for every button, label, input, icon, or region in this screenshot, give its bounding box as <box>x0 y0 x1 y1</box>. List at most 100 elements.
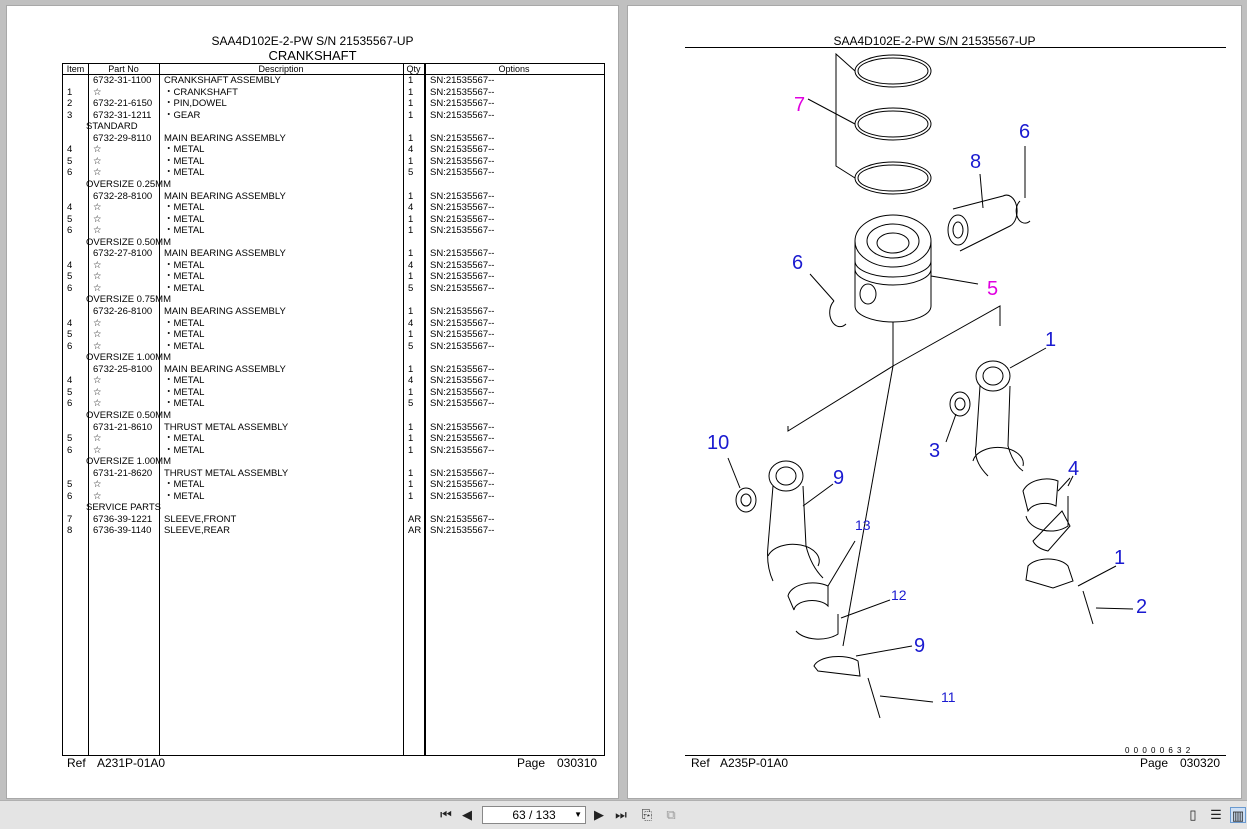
item-number: 4 <box>67 259 73 271</box>
serial-option: SN:21535567-- <box>430 167 495 179</box>
part-description: MAIN BEARING ASSEMBLY <box>164 363 286 375</box>
part-description: MAIN BEARING ASSEMBLY <box>164 132 286 144</box>
item-number: 6 <box>67 225 73 237</box>
part-description: MAIN BEARING ASSEMBLY <box>164 190 286 202</box>
connecting-rod <box>945 347 1047 477</box>
part-number: ☆ <box>93 167 102 179</box>
part-number: ☆ <box>93 282 102 294</box>
col-header-part: Part No <box>108 64 139 74</box>
quantity: 1 <box>408 490 414 502</box>
header-divider <box>63 74 604 75</box>
serial-option: SN:21535567-- <box>430 202 495 214</box>
parts-list-page: SAA4D102E-2-PW S/N 21535567-UP CRANKSHAF… <box>7 6 618 798</box>
chevron-down-icon: ▼ <box>574 810 582 819</box>
serial-option: SN:21535567-- <box>430 271 495 283</box>
quantity: 1 <box>408 213 414 225</box>
quantity: AR <box>408 525 422 537</box>
col-header-qty: Qty <box>406 64 421 74</box>
footer-rule <box>685 755 1226 756</box>
item-number: 6 <box>67 490 73 502</box>
copy-page-icon[interactable]: ⧉ <box>666 807 676 822</box>
serial-option: SN:21535567-- <box>430 329 495 341</box>
item-number: 3 <box>67 109 73 121</box>
section-label: OVERSIZE 0.50MM <box>86 409 171 421</box>
part-description: MAIN BEARING ASSEMBLY <box>164 306 286 317</box>
quantity: 1 <box>408 225 414 237</box>
part-description: ・METAL <box>164 444 205 456</box>
serial-option: SN:21535567-- <box>430 340 495 352</box>
quantity: 5 <box>408 340 414 352</box>
single-page-view-icon[interactable]: ▯ <box>1189 807 1197 822</box>
callout-1[interactable]: 1 <box>1114 547 1126 569</box>
part-description: ・METAL <box>164 479 205 491</box>
snap-ring <box>829 300 847 328</box>
quantity: 5 <box>408 167 414 179</box>
rotate-page-icon[interactable]: ⎘ <box>641 807 653 822</box>
first-page-icon[interactable]: ⏮ <box>440 807 452 822</box>
prev-page-icon[interactable]: ◀ <box>462 807 472 822</box>
piston-rings <box>807 52 932 195</box>
exploded-parts-diagram <box>727 52 1134 719</box>
callout-13[interactable]: 13 <box>855 517 871 533</box>
part-number: 6736-39-1140 <box>93 525 152 537</box>
callout-11[interactable]: 11 <box>941 689 956 705</box>
callout-5[interactable]: 5 <box>987 278 999 300</box>
callout-6[interactable]: 6 <box>792 252 804 274</box>
item-number: 5 <box>67 271 73 283</box>
callout-6[interactable]: 6 <box>1019 121 1031 143</box>
callout-10[interactable]: 10 <box>707 432 730 454</box>
part-description: THRUST METAL ASSEMBLY <box>164 421 289 433</box>
col-divider <box>159 64 160 755</box>
part-description: ・METAL <box>164 225 205 237</box>
page-title: SAA4D102E-2-PW S/N 21535567-UP <box>211 34 414 48</box>
next-page-icon[interactable]: ▶ <box>594 807 604 822</box>
serial-option: SN:21535567-- <box>430 398 495 410</box>
page-label: Page <box>1140 756 1169 770</box>
snap-ring <box>1015 200 1031 224</box>
quantity: 1 <box>408 86 414 98</box>
part-number: ☆ <box>93 398 102 410</box>
callout-1[interactable]: 1 <box>1045 329 1057 351</box>
section-row: OVERSIZE 0.75MM <box>63 294 604 306</box>
continuous-view-icon[interactable]: ☰ <box>1210 807 1222 822</box>
callout-3[interactable]: 3 <box>929 440 941 462</box>
callout-8[interactable]: 8 <box>970 151 982 173</box>
callout-7[interactable]: 7 <box>794 94 806 116</box>
callout-9[interactable]: 9 <box>914 635 926 657</box>
serial-option: SN:21535567-- <box>430 75 495 86</box>
page-number: 030320 <box>1180 756 1221 770</box>
callout-4[interactable]: 4 <box>1068 458 1080 480</box>
serial-option: SN:21535567-- <box>430 444 495 456</box>
part-description: ・METAL <box>164 259 205 271</box>
item-number: 5 <box>67 155 73 167</box>
quantity: 5 <box>408 398 414 410</box>
last-page-icon[interactable]: ⏭ <box>615 807 627 822</box>
col-divider <box>403 64 404 755</box>
serial-option: SN:21535567-- <box>430 479 495 491</box>
callout-9[interactable]: 9 <box>833 467 845 489</box>
two-page-view-icon[interactable]: ▥ <box>1230 807 1246 823</box>
item-number: 5 <box>67 479 73 491</box>
callout-2[interactable]: 2 <box>1136 596 1148 618</box>
page-number-select[interactable]: 63 / 133 ▼ <box>482 806 586 824</box>
callout-12[interactable]: 12 <box>891 587 907 603</box>
quantity: 1 <box>408 433 414 445</box>
quantity: 4 <box>408 259 414 271</box>
item-number: 4 <box>67 317 73 329</box>
ref-label: Ref <box>691 756 710 770</box>
